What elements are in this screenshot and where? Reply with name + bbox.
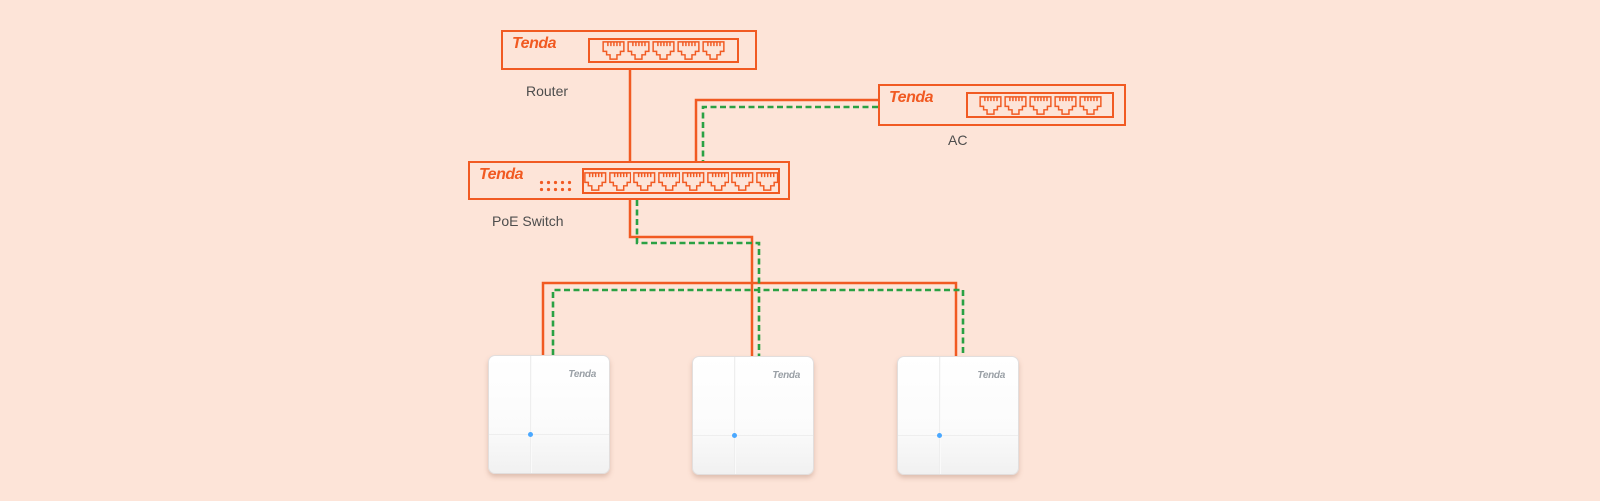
ap-panel-seam [693, 435, 813, 438]
poe-switch-device: Tenda [468, 161, 790, 200]
ethernet-port-icon [1003, 95, 1027, 115]
router-label: Router [526, 83, 569, 99]
ethernet-port-icon [627, 41, 650, 60]
ethernet-port-icon [602, 41, 625, 60]
poe-switch-label: PoE Switch [492, 213, 564, 229]
ethernet-port-icon [706, 171, 729, 191]
cable-ac-to-switch-green [701, 105, 878, 161]
router-device: Tenda [501, 30, 757, 70]
ac-port-panel [966, 92, 1114, 118]
cable-switch-to-ap2-green [635, 200, 761, 356]
ac-device: Tenda [878, 84, 1126, 126]
ethernet-port-icon [584, 171, 607, 191]
ap-panel-seam [898, 435, 1018, 438]
ap-led-indicator [731, 433, 737, 439]
ethernet-port-icon [633, 171, 656, 191]
ac-label: AC [948, 132, 968, 148]
ethernet-port-icon [755, 171, 778, 191]
ethernet-port-icon [978, 95, 1002, 115]
ap-led-indicator [936, 433, 942, 439]
access-point-1: Tenda [488, 355, 610, 474]
access-point-2: Tenda [692, 356, 814, 475]
switch-port-panel [582, 168, 780, 194]
ethernet-port-icon [657, 171, 680, 191]
tenda-logo: Tenda [568, 369, 596, 380]
ethernet-port-icon [652, 41, 675, 60]
ap-panel-seam [529, 356, 532, 473]
ap-led-indicator [527, 432, 533, 438]
ethernet-port-icon [1028, 95, 1052, 115]
ap-panel-seam [938, 357, 941, 474]
ethernet-port-icon [608, 171, 631, 191]
ap-panel-seam [733, 357, 736, 474]
cable-switch-to-ap2-orange [628, 200, 754, 356]
ap-panel-seam [489, 434, 609, 437]
router-port-panel [588, 38, 739, 63]
ethernet-port-icon [1078, 95, 1102, 115]
ethernet-port-icon [1053, 95, 1077, 115]
ethernet-port-icon [731, 171, 754, 191]
ethernet-port-icon [702, 41, 725, 60]
tenda-logo: Tenda [889, 89, 934, 106]
ethernet-port-icon [682, 171, 705, 191]
cable-ac-to-switch-orange [694, 98, 878, 161]
ethernet-port-icon [677, 41, 700, 60]
bottom-edge-strip [0, 501, 1600, 503]
access-point-3: Tenda [897, 356, 1019, 475]
tenda-logo: Tenda [512, 35, 557, 52]
tenda-logo: Tenda [977, 370, 1005, 381]
cable-switch-to-ap1-ap3-orange [541, 281, 958, 357]
tenda-logo: Tenda [772, 370, 800, 381]
switch-led-indicators [537, 178, 573, 192]
cable-switch-to-ap1-ap3-green [551, 288, 965, 357]
tenda-logo: Tenda [479, 166, 524, 183]
